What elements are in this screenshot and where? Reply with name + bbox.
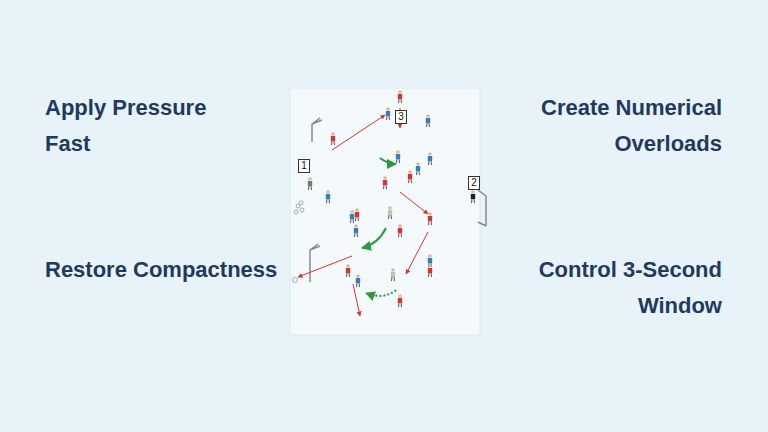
callout-number: 1 bbox=[298, 159, 310, 173]
heading-text: Control 3-Second Window bbox=[539, 257, 722, 318]
callout-number: 3 bbox=[395, 110, 407, 124]
player bbox=[355, 208, 359, 221]
player bbox=[408, 170, 412, 183]
goal bbox=[478, 190, 486, 226]
player bbox=[354, 224, 358, 237]
heading-text: Create Numerical Overloads bbox=[502, 90, 722, 162]
callout-number: 2 bbox=[471, 177, 477, 188]
heading-text: Restore Compactness bbox=[45, 252, 307, 288]
player bbox=[388, 206, 392, 219]
player bbox=[356, 274, 360, 287]
player bbox=[428, 254, 432, 267]
pitch-area bbox=[290, 88, 480, 335]
heading-text: Apply Pressure Fast bbox=[45, 95, 206, 156]
player bbox=[350, 210, 354, 223]
heading-text: Apply Pressure Fast bbox=[45, 90, 235, 162]
player bbox=[428, 212, 432, 225]
player bbox=[391, 268, 395, 281]
callout-number: 2 bbox=[468, 176, 480, 190]
callout-number: 1 bbox=[301, 160, 307, 171]
player bbox=[398, 294, 402, 307]
player bbox=[428, 264, 432, 277]
player bbox=[396, 150, 400, 163]
player bbox=[428, 152, 432, 165]
run-arrows bbox=[362, 158, 396, 296]
goal bbox=[312, 118, 322, 142]
player bbox=[426, 114, 430, 127]
player bbox=[326, 190, 330, 203]
heading-text: Create Numerical Overloads bbox=[541, 95, 722, 156]
player bbox=[386, 107, 390, 120]
heading-text: Restore Compactness bbox=[45, 257, 277, 282]
player bbox=[471, 190, 475, 203]
player bbox=[416, 162, 420, 175]
player bbox=[398, 90, 402, 103]
player bbox=[308, 177, 312, 190]
player bbox=[346, 264, 350, 277]
pass-arrows bbox=[298, 108, 428, 316]
heading-text: Control 3-Second Window bbox=[502, 252, 722, 324]
cones bbox=[293, 201, 305, 283]
player bbox=[331, 132, 335, 145]
callout-number: 3 bbox=[398, 111, 404, 122]
player bbox=[398, 224, 402, 237]
goal bbox=[310, 244, 320, 282]
player bbox=[383, 176, 387, 189]
